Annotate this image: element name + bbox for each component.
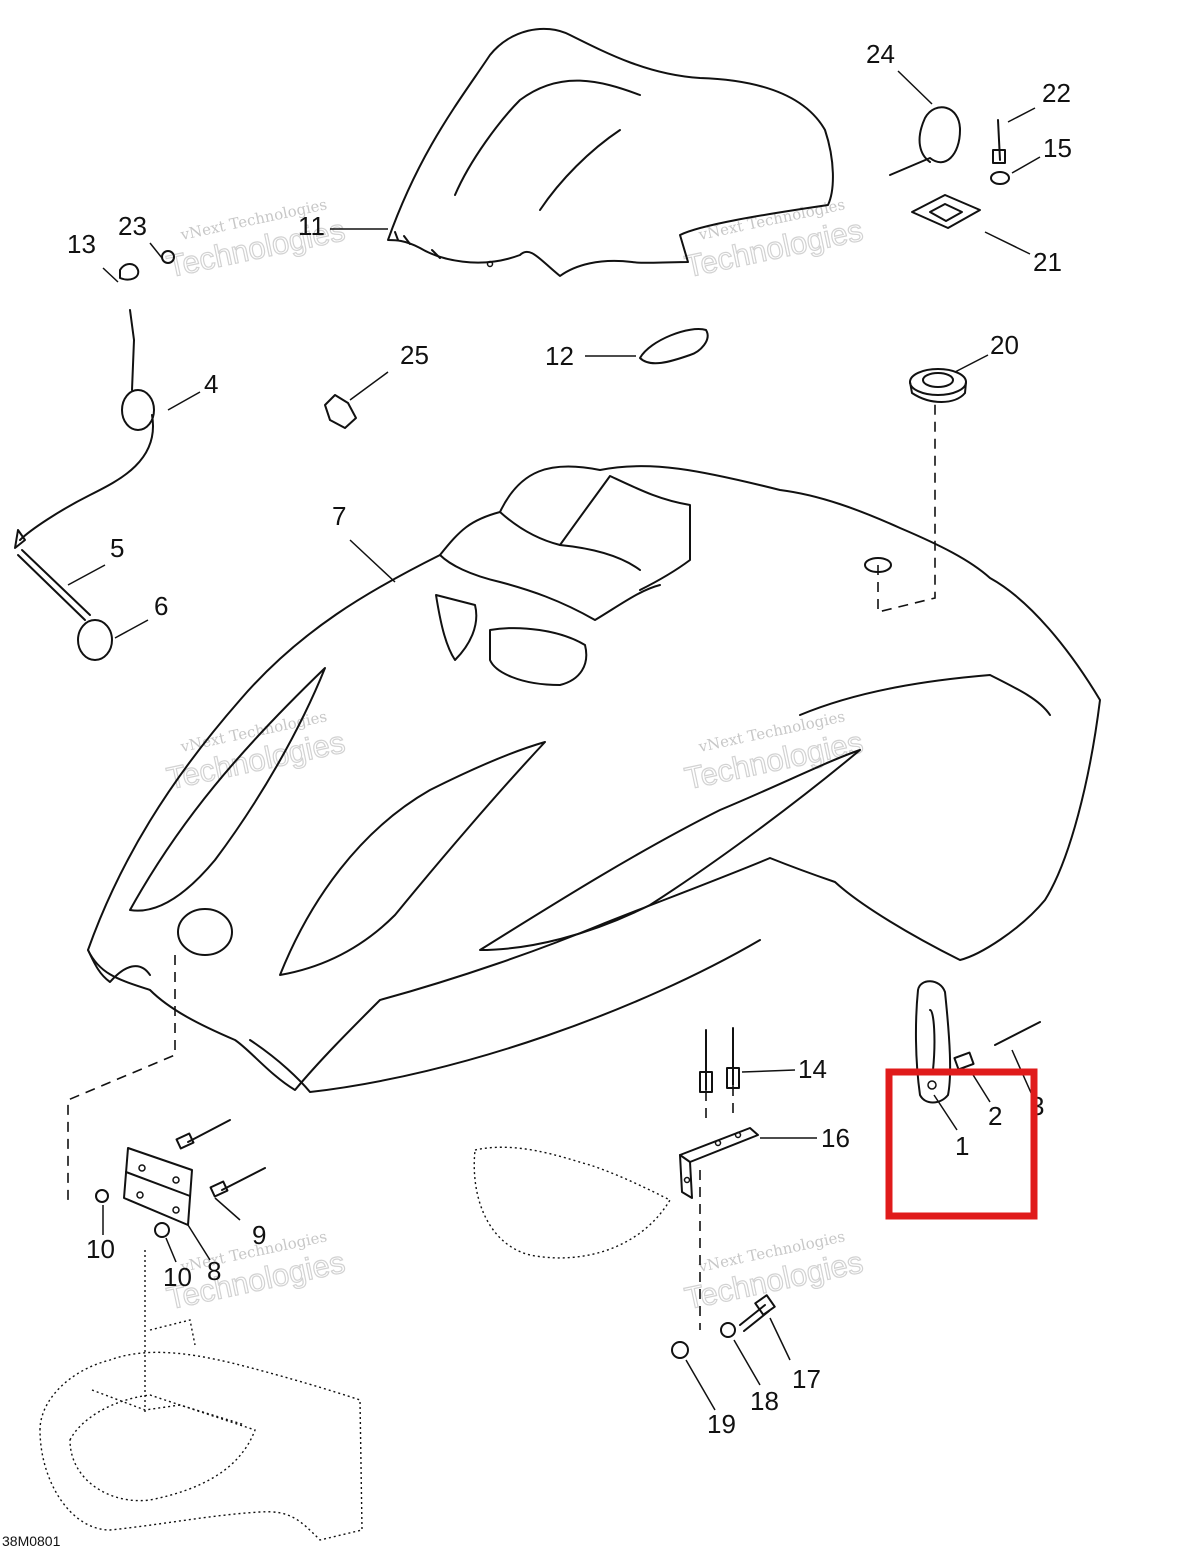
callout-10-second: 10 bbox=[163, 1262, 192, 1292]
diagram-code: 38M0801 bbox=[2, 1533, 61, 1549]
callout-16: 16 bbox=[821, 1123, 850, 1153]
washer bbox=[95, 1189, 109, 1203]
callout-5: 5 bbox=[110, 533, 124, 563]
callout-labels: 1 2 3 4 5 6 7 8 9 10 10 11 12 13 14 15 1… bbox=[67, 39, 1072, 1439]
callout-12: 12 bbox=[545, 341, 574, 371]
washer bbox=[154, 1222, 170, 1238]
rivet bbox=[992, 119, 1006, 164]
washer bbox=[990, 171, 1010, 185]
callout-19: 19 bbox=[707, 1409, 736, 1439]
callout-6: 6 bbox=[154, 591, 168, 621]
callout-21: 21 bbox=[1033, 247, 1062, 277]
watermarks: vNext Technologies Technologies vNext Te… bbox=[163, 195, 866, 1317]
callout-2: 2 bbox=[988, 1101, 1002, 1131]
callout-4: 4 bbox=[204, 369, 218, 399]
callout-22: 22 bbox=[1042, 78, 1071, 108]
callout-14: 14 bbox=[798, 1054, 827, 1084]
callout-20: 20 bbox=[990, 330, 1019, 360]
callout-9: 9 bbox=[252, 1220, 266, 1250]
callout-7: 7 bbox=[332, 501, 346, 531]
callout-8: 8 bbox=[207, 1256, 221, 1286]
rivet bbox=[994, 1021, 1041, 1046]
hinge bbox=[123, 1119, 266, 1226]
callout-13: 13 bbox=[67, 229, 96, 259]
cable-tie bbox=[889, 106, 961, 176]
bumper bbox=[39, 1250, 363, 1541]
washer bbox=[671, 1341, 689, 1359]
highlight-box bbox=[885, 1068, 1038, 1220]
windshield bbox=[387, 27, 834, 277]
leader-hinge bbox=[67, 955, 176, 1205]
leaders bbox=[67, 70, 1041, 1411]
callout-18: 18 bbox=[750, 1386, 779, 1416]
callout-17: 17 bbox=[792, 1364, 821, 1394]
washer bbox=[720, 1322, 736, 1338]
callout-23: 23 bbox=[118, 211, 147, 241]
watermark: vNext Technologies Technologies bbox=[681, 707, 866, 797]
callout-15: 15 bbox=[1043, 133, 1072, 163]
bracket bbox=[679, 1027, 759, 1330]
watermark: vNext Technologies Technologies bbox=[681, 195, 866, 285]
spacer bbox=[953, 1051, 975, 1071]
callout-10: 10 bbox=[86, 1234, 115, 1264]
tie-mount bbox=[911, 194, 981, 229]
grommet bbox=[909, 368, 967, 403]
callout-1: 1 bbox=[955, 1131, 969, 1161]
callout-24: 24 bbox=[866, 39, 895, 69]
handle bbox=[914, 980, 952, 1104]
latch bbox=[639, 328, 709, 365]
tail-lens bbox=[473, 1146, 671, 1259]
cable-assembly bbox=[14, 263, 155, 661]
clip bbox=[324, 394, 357, 429]
callout-25: 25 bbox=[400, 340, 429, 370]
screw bbox=[739, 1294, 776, 1332]
callout-11: 11 bbox=[298, 211, 325, 241]
watermark: vNext Technologies Technologies bbox=[163, 707, 348, 797]
hood bbox=[87, 404, 1101, 1093]
